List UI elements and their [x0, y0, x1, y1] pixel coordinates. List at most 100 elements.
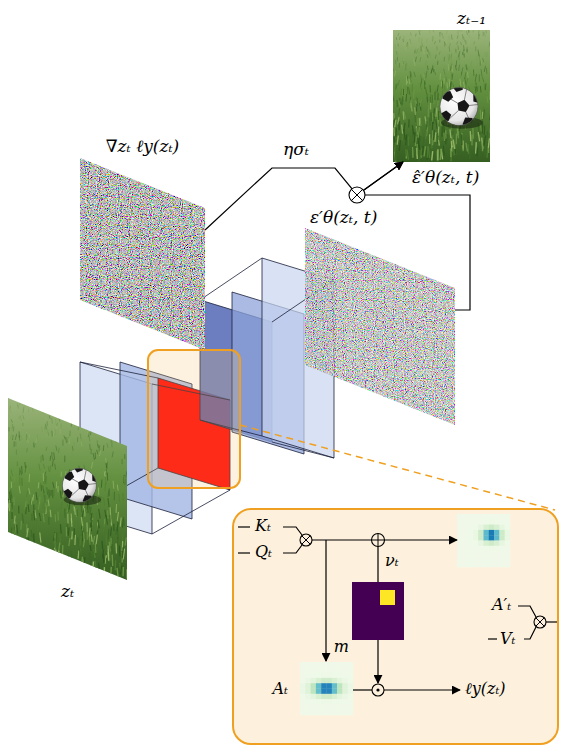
heatmap-cell	[494, 546, 500, 552]
heatmap-cell	[300, 673, 306, 679]
grass-blade	[56, 481, 57, 488]
grass-blade	[449, 43, 450, 47]
grass-blade	[109, 427, 110, 432]
photo-image	[7, 394, 127, 580]
grass-blade	[449, 46, 451, 51]
operator-circle	[534, 616, 546, 628]
grass-blade	[67, 555, 68, 565]
operator-circle	[372, 684, 384, 696]
heatmap-cell	[494, 541, 500, 547]
grass-blade	[490, 124, 491, 133]
connector	[205, 162, 403, 230]
heatmap-cell	[348, 667, 354, 673]
grass-blade	[6, 556, 8, 565]
grass-blade	[115, 504, 117, 513]
grass-blade	[13, 538, 15, 549]
heatmap-cell	[348, 678, 354, 684]
heatmap-cell	[505, 541, 511, 547]
grass-blade	[437, 93, 438, 101]
grass-blade	[97, 450, 98, 454]
heatmap-cell	[342, 710, 348, 716]
heatmap-cell	[462, 514, 468, 520]
grass-blade	[449, 129, 451, 138]
grass-blade	[395, 71, 396, 77]
heatmap-cell	[489, 556, 495, 562]
grass-blade	[10, 410, 11, 413]
grass-blade	[451, 63, 452, 69]
grass-blade	[43, 473, 44, 481]
grass-blade	[406, 61, 407, 66]
heatmap-cell	[505, 530, 511, 536]
ball-seam	[470, 104, 484, 106]
heatmap-cell	[462, 535, 468, 541]
grass-blade	[21, 466, 23, 474]
grass-blade	[91, 520, 93, 527]
grass-blade	[448, 64, 449, 71]
grass-blade	[46, 426, 47, 430]
heatmap-cell	[311, 667, 317, 673]
grass-blade	[105, 510, 106, 517]
network-edge	[152, 490, 230, 534]
heatmap-cell	[484, 546, 490, 552]
grass-blade	[435, 107, 437, 116]
heatmap-cell	[316, 667, 322, 673]
grass-blade	[82, 533, 84, 542]
grass-blade	[33, 443, 34, 448]
grass-blade	[444, 85, 445, 90]
grass-blade	[120, 566, 121, 575]
grass-blade	[466, 31, 467, 35]
matrix-label: Kₜ	[255, 517, 271, 535]
grass-blade	[51, 454, 52, 460]
grass-blade	[437, 59, 438, 63]
grass-blade	[83, 420, 84, 424]
grass-blade	[26, 538, 27, 547]
grass-blade	[37, 548, 39, 559]
grass-blade	[446, 82, 448, 88]
grass-blade	[51, 431, 53, 437]
heatmap-cell	[332, 683, 338, 689]
grass-blade	[83, 532, 85, 542]
grass-blade	[115, 409, 116, 413]
heatmap-cell	[473, 535, 479, 541]
heatmap-cell	[478, 551, 484, 557]
heatmap-cell	[468, 541, 474, 547]
grass-blade	[399, 121, 400, 130]
grass-blade	[407, 43, 408, 49]
grass-blade	[102, 554, 104, 563]
grass-blade	[107, 552, 109, 561]
grass-blade	[430, 103, 431, 110]
heatmap-cell	[473, 519, 479, 525]
heatmap-cell	[462, 525, 468, 531]
heatmap-cell	[337, 704, 343, 710]
grass-blade	[455, 48, 456, 54]
heatmap-cell	[489, 562, 495, 568]
heatmap-cell	[494, 551, 500, 557]
grass-blade	[414, 50, 415, 53]
grass-blade	[452, 80, 453, 85]
grass-blade	[401, 98, 402, 106]
heatmap-cell	[457, 525, 463, 531]
mask-region	[380, 590, 395, 605]
grass-blade	[109, 429, 110, 435]
heatmap-cell	[305, 689, 311, 695]
grass-blade	[98, 402, 100, 405]
grass-blade	[107, 443, 108, 448]
grass-blade	[427, 66, 429, 71]
heatmap-cell	[321, 678, 327, 684]
ball-patch	[92, 473, 101, 483]
grass-blade	[422, 117, 424, 124]
heatmap-cell	[457, 551, 463, 557]
grass-blade	[96, 399, 97, 402]
grass-blade	[395, 60, 397, 64]
grass-blade	[29, 474, 31, 482]
grass-blade	[11, 502, 13, 509]
grass-blade	[58, 448, 60, 453]
grass-blade	[468, 41, 470, 46]
grass-blade	[473, 88, 475, 94]
heatmap-cell	[316, 683, 322, 689]
grass-blade	[30, 542, 31, 551]
grass-blade	[81, 557, 82, 568]
grass-blade	[115, 437, 116, 443]
heatmap-cell	[337, 683, 343, 689]
